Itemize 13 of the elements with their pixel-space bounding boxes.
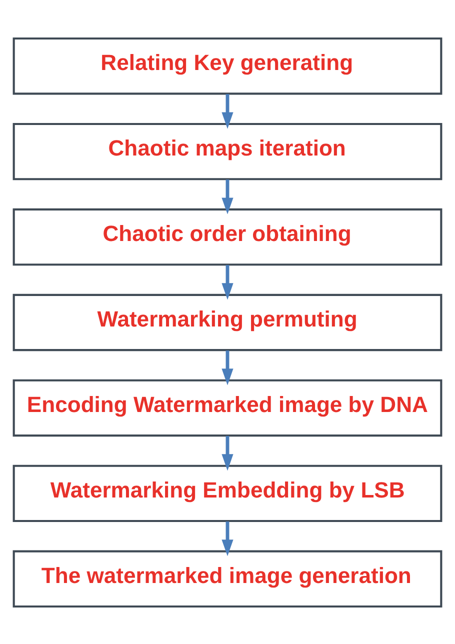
node-box: Chaotic order obtaining xyxy=(12,208,442,266)
node-box: Watermarking Embedding by LSB xyxy=(12,464,442,522)
arrow xyxy=(222,435,234,470)
node-box: Relating Key generating xyxy=(12,36,442,94)
arrow xyxy=(222,264,234,300)
node-box: The watermarked image generation xyxy=(12,550,442,608)
node-box: Encoding Watermarked image by DNA xyxy=(12,378,442,436)
arrow xyxy=(222,520,234,556)
node-box: Watermarking permuting xyxy=(12,293,442,351)
node-box: Chaotic maps iteration xyxy=(12,122,442,180)
arrow xyxy=(222,94,234,128)
arrow xyxy=(222,350,234,385)
arrow xyxy=(222,179,234,214)
